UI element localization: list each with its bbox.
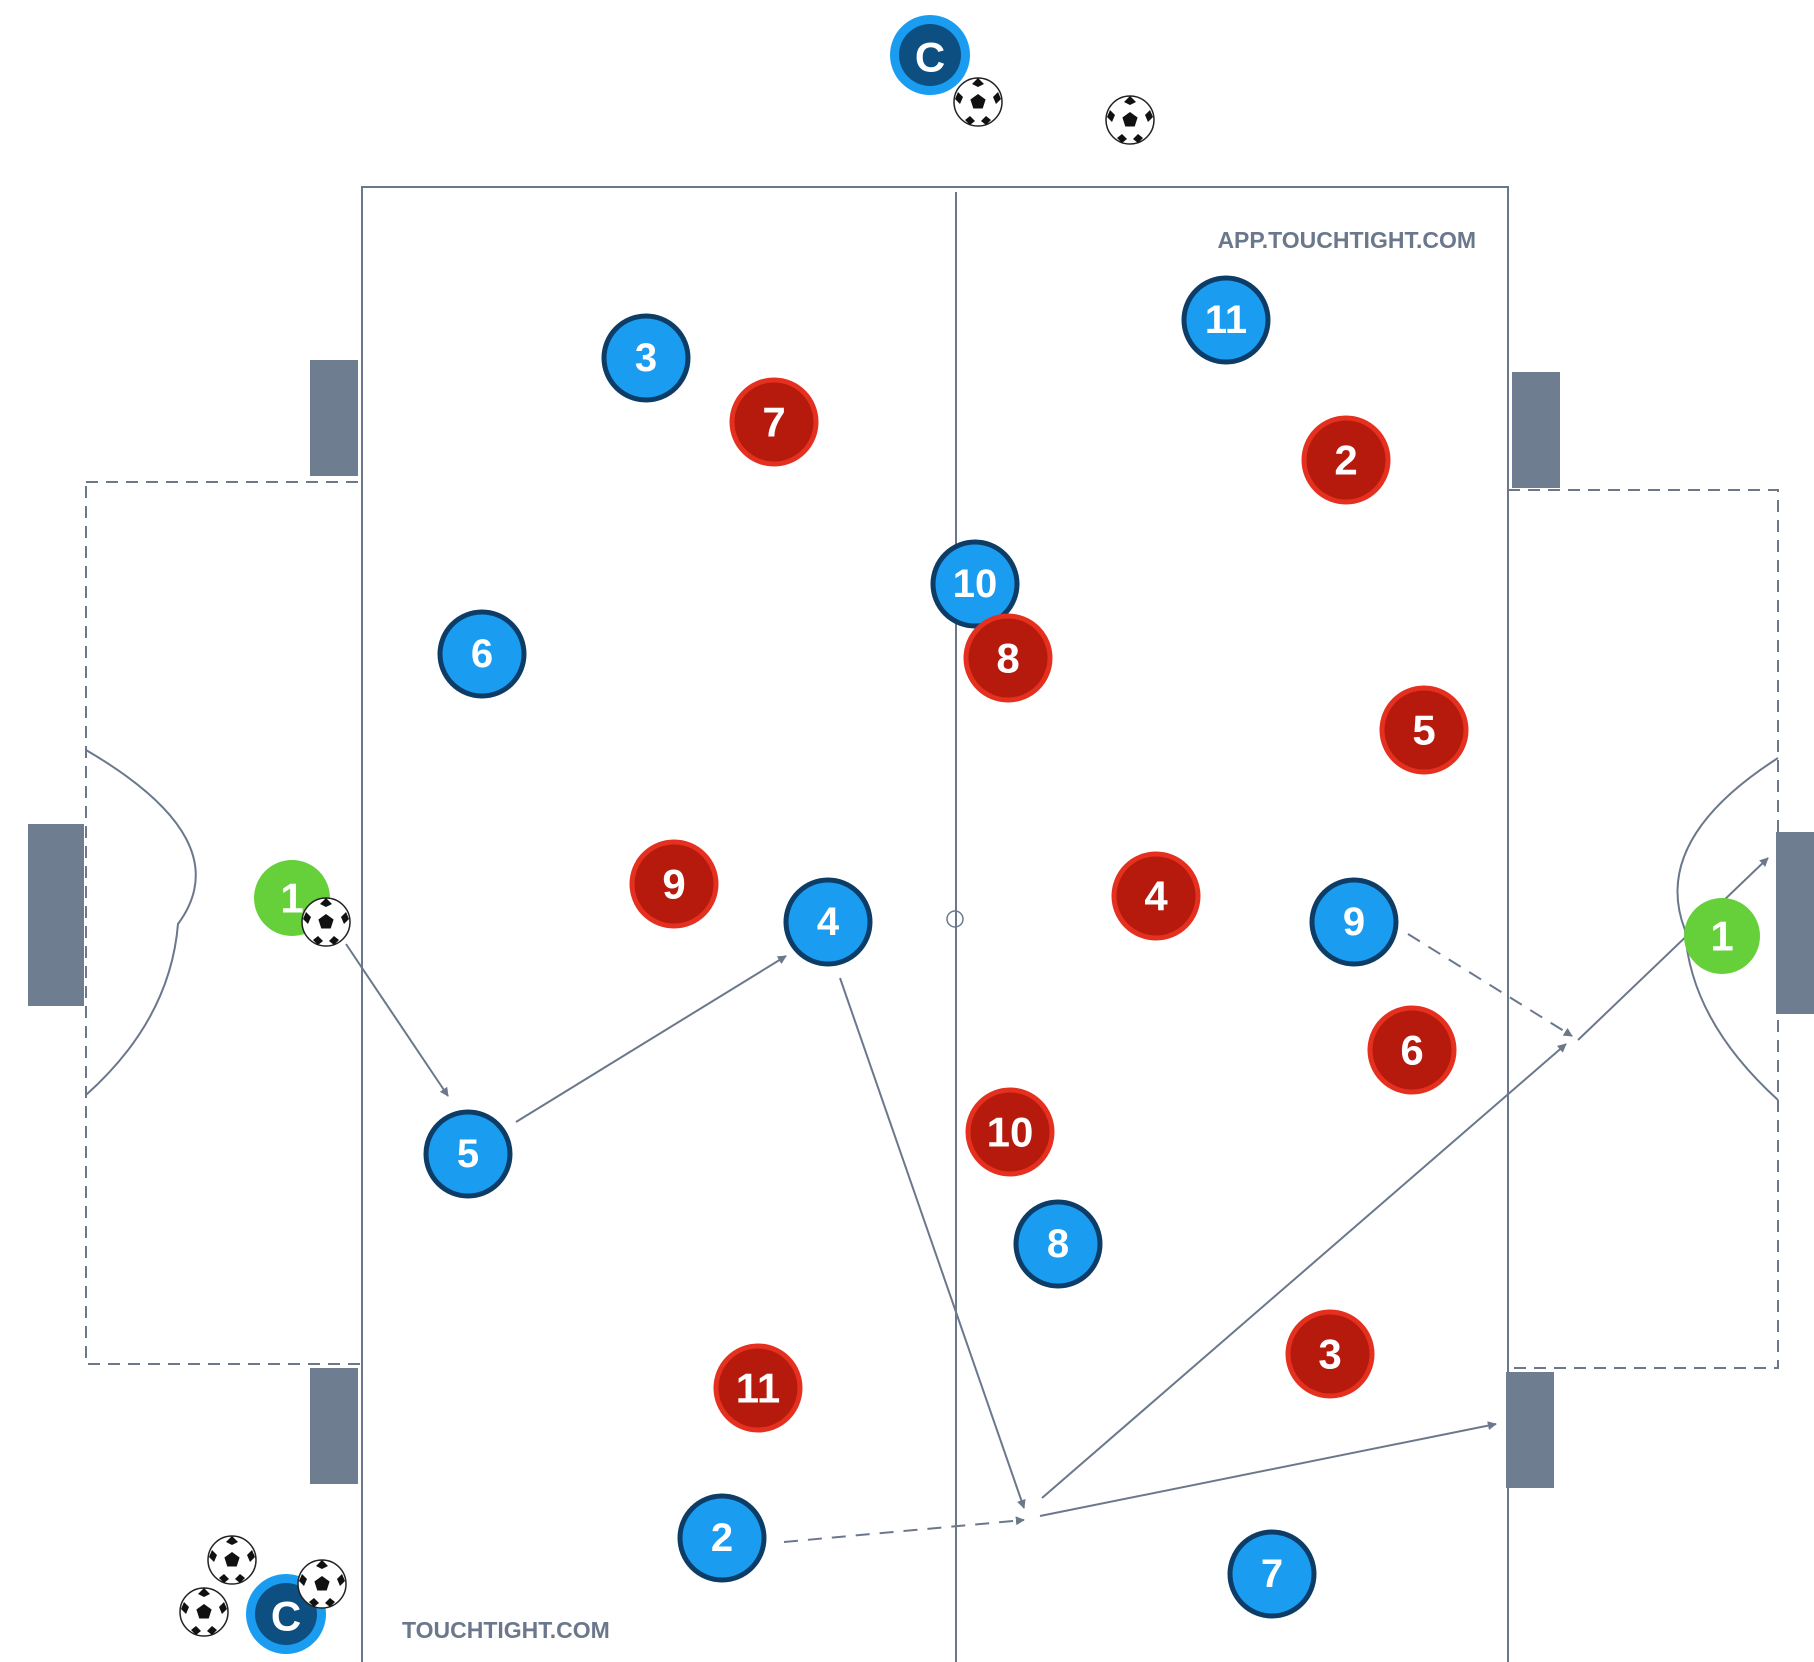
red-player-11[interactable]: 11 bbox=[713, 1343, 803, 1433]
arrow-icon bbox=[839, 977, 1026, 1509]
player-number: 9 bbox=[662, 861, 685, 908]
red-player-2[interactable]: 2 bbox=[1301, 415, 1391, 505]
player-number: 4 bbox=[817, 900, 840, 944]
blue-player-2[interactable]: 2 bbox=[677, 1493, 767, 1583]
blue-player-10[interactable]: 10 bbox=[930, 539, 1020, 629]
mini-goal-left-bottom bbox=[310, 1368, 358, 1484]
player-number: 2 bbox=[711, 1516, 733, 1560]
player-number: 8 bbox=[1047, 1222, 1069, 1266]
blue-player-7[interactable]: 7 bbox=[1227, 1529, 1317, 1619]
blue-player-5[interactable]: 5 bbox=[423, 1109, 513, 1199]
blue-team: 3 11 10 6 4 9 5 8 bbox=[423, 275, 1399, 1619]
player-number: 1 bbox=[280, 875, 303, 922]
player-number: 5 bbox=[457, 1132, 479, 1176]
player-number: 9 bbox=[1343, 900, 1365, 944]
player-number: 10 bbox=[987, 1109, 1034, 1156]
movement-arrows bbox=[345, 857, 1769, 1543]
player-number: 3 bbox=[635, 336, 657, 380]
blue-player-3[interactable]: 3 bbox=[601, 313, 691, 403]
soccer-ball-icon[interactable] bbox=[207, 1535, 257, 1585]
red-player-7[interactable]: 7 bbox=[729, 377, 819, 467]
red-player-3[interactable]: 3 bbox=[1285, 1309, 1375, 1399]
player-number: 2 bbox=[1334, 437, 1357, 484]
player-number: 8 bbox=[996, 635, 1019, 682]
player-number: 11 bbox=[736, 1365, 780, 1412]
soccer-ball-icon[interactable] bbox=[179, 1587, 229, 1637]
red-team: 7 2 8 5 9 4 6 10 bbox=[629, 377, 1469, 1433]
player-number: 4 bbox=[1144, 873, 1168, 920]
blue-player-8[interactable]: 8 bbox=[1013, 1199, 1103, 1289]
centre-spot bbox=[946, 910, 964, 928]
arrow-icon bbox=[1041, 1043, 1567, 1499]
arrow-icon bbox=[1039, 1421, 1497, 1517]
soccer-ball-icon[interactable] bbox=[1105, 95, 1155, 145]
soccer-ball-icon[interactable] bbox=[297, 1559, 347, 1609]
coach-label: C bbox=[271, 1593, 301, 1640]
player-number: 3 bbox=[1318, 1331, 1341, 1378]
blue-player-6[interactable]: 6 bbox=[437, 609, 527, 699]
soccer-ball-icon[interactable] bbox=[301, 897, 351, 947]
blue-player-9[interactable]: 9 bbox=[1309, 877, 1399, 967]
red-player-9[interactable]: 9 bbox=[629, 839, 719, 929]
arrow-icon bbox=[1577, 857, 1769, 1041]
goalkeeper-right[interactable]: 1 bbox=[1684, 898, 1760, 974]
player-number: 5 bbox=[1412, 707, 1435, 754]
red-player-8[interactable]: 8 bbox=[963, 613, 1053, 703]
left-goal bbox=[28, 824, 84, 1006]
coaches: C C bbox=[246, 15, 970, 1654]
goals bbox=[28, 360, 1814, 1488]
arrow-icon bbox=[345, 943, 449, 1097]
red-player-4[interactable]: 4 bbox=[1111, 851, 1201, 941]
arrow-icon bbox=[515, 955, 787, 1123]
blue-player-11[interactable]: 11 bbox=[1181, 275, 1271, 365]
blue-player-4[interactable]: 4 bbox=[783, 877, 873, 967]
player-number: 6 bbox=[1400, 1027, 1423, 1074]
coach-icon[interactable]: C bbox=[890, 15, 970, 95]
player-number: 11 bbox=[1205, 298, 1247, 342]
coach-label: C bbox=[915, 34, 945, 81]
soccer-ball-icon[interactable] bbox=[953, 77, 1003, 127]
player-number: 1 bbox=[1710, 913, 1733, 960]
mini-goal-right-bottom bbox=[1506, 1372, 1554, 1488]
dashed-arrow-icon bbox=[1407, 933, 1573, 1037]
player-number: 7 bbox=[1261, 1552, 1283, 1596]
mini-goal-right-top bbox=[1512, 372, 1560, 488]
red-player-5[interactable]: 5 bbox=[1379, 685, 1469, 775]
dashed-arrow-icon bbox=[783, 1516, 1025, 1543]
right-goal bbox=[1776, 832, 1814, 1014]
mini-goal-left-top bbox=[310, 360, 358, 476]
red-player-6[interactable]: 6 bbox=[1367, 1005, 1457, 1095]
watermark-bottom-left: TOUCHTIGHT.COM bbox=[402, 1617, 610, 1643]
red-player-10[interactable]: 10 bbox=[965, 1087, 1055, 1177]
goalkeepers: 1 1 bbox=[254, 860, 1760, 974]
watermark-top-right: APP.TOUCHTIGHT.COM bbox=[1217, 227, 1476, 253]
left-goal-arc bbox=[85, 749, 197, 1096]
player-number: 6 bbox=[471, 632, 493, 676]
player-number: 10 bbox=[953, 562, 998, 606]
player-number: 7 bbox=[762, 399, 785, 446]
